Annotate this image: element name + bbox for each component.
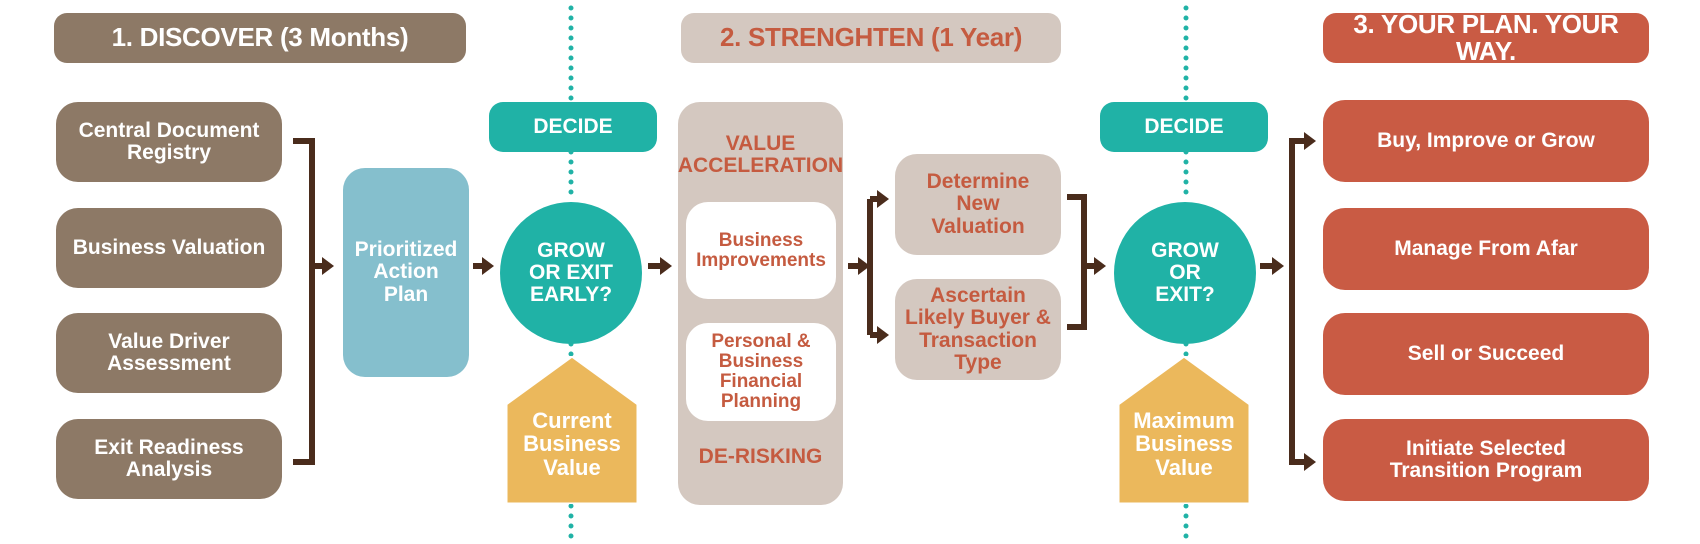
maximum-business-value-label: Maximum Business Value: [1133, 408, 1235, 480]
house-shape-icon: [506, 356, 638, 504]
option-buy-improve-grow: Buy, Improve or Grow: [1323, 100, 1649, 182]
dotted-timeline-markers: [568, 5, 1189, 544]
valuation-merge-bracket: [1067, 194, 1087, 330]
discover-item-document-registry: Central Document Registry: [56, 102, 282, 182]
grow-or-exit-early-circle: GROW OR EXIT EARLY?: [500, 202, 642, 344]
option-initiate-transition: Initiate Selected Transition Program: [1323, 419, 1649, 501]
prioritized-action-plan: Prioritized Action Plan: [343, 168, 469, 377]
business-improvements-box: Business Improvements: [686, 202, 836, 299]
arrow-head: [1304, 132, 1316, 150]
arrow-head: [877, 190, 889, 208]
discover-item-exit-readiness: Exit Readiness Analysis: [56, 419, 282, 499]
decide-badge-1: DECIDE: [489, 102, 657, 152]
decide-badge-2: DECIDE: [1100, 102, 1268, 152]
strengthen-panel: [678, 102, 843, 505]
arrow-head: [1272, 257, 1284, 275]
ascertain-buyer-box: Ascertain Likely Buyer & Transaction Typ…: [895, 279, 1061, 380]
current-business-value-label: Current Business Value: [523, 408, 621, 480]
header-discover: 1. DISCOVER (3 Months): [54, 13, 466, 63]
house-shape-icon: [1118, 356, 1250, 504]
discover-bracket: [293, 138, 315, 465]
arrow-head: [1304, 453, 1316, 471]
current-business-value-tag: Current Business Value: [506, 356, 638, 504]
option-manage-from-afar: Manage From Afar: [1323, 208, 1649, 290]
arrow-head: [322, 257, 334, 275]
grow-or-exit-circle: GROW OR EXIT?: [1114, 202, 1256, 344]
maximum-business-value-tag: Maximum Business Value: [1118, 356, 1250, 504]
discover-item-business-valuation: Business Valuation: [56, 208, 282, 288]
financial-planning-box: Personal & Business Financial Planning: [686, 323, 836, 421]
arrow-head: [1094, 257, 1106, 275]
arrow-head: [877, 326, 889, 344]
value-acceleration-label: VALUE ACCELERATION: [677, 131, 844, 177]
arrow-head: [660, 257, 672, 275]
determine-new-valuation-box: Determine New Valuation: [895, 154, 1061, 255]
header-your-plan: 3. YOUR PLAN. YOUR WAY.: [1323, 10, 1649, 65]
header-strengthen: 2. STRENGHTEN (1 Year): [681, 13, 1061, 63]
discover-item-value-driver-assessment: Value Driver Assessment: [56, 313, 282, 393]
option-sell-or-succeed: Sell or Succeed: [1323, 313, 1649, 395]
options-bracket: [1289, 138, 1308, 465]
flow-arrows: [312, 132, 1316, 471]
de-risking-label: DE-RISKING: [698, 444, 823, 468]
arrow-head: [482, 257, 494, 275]
arrow-head: [858, 257, 870, 275]
